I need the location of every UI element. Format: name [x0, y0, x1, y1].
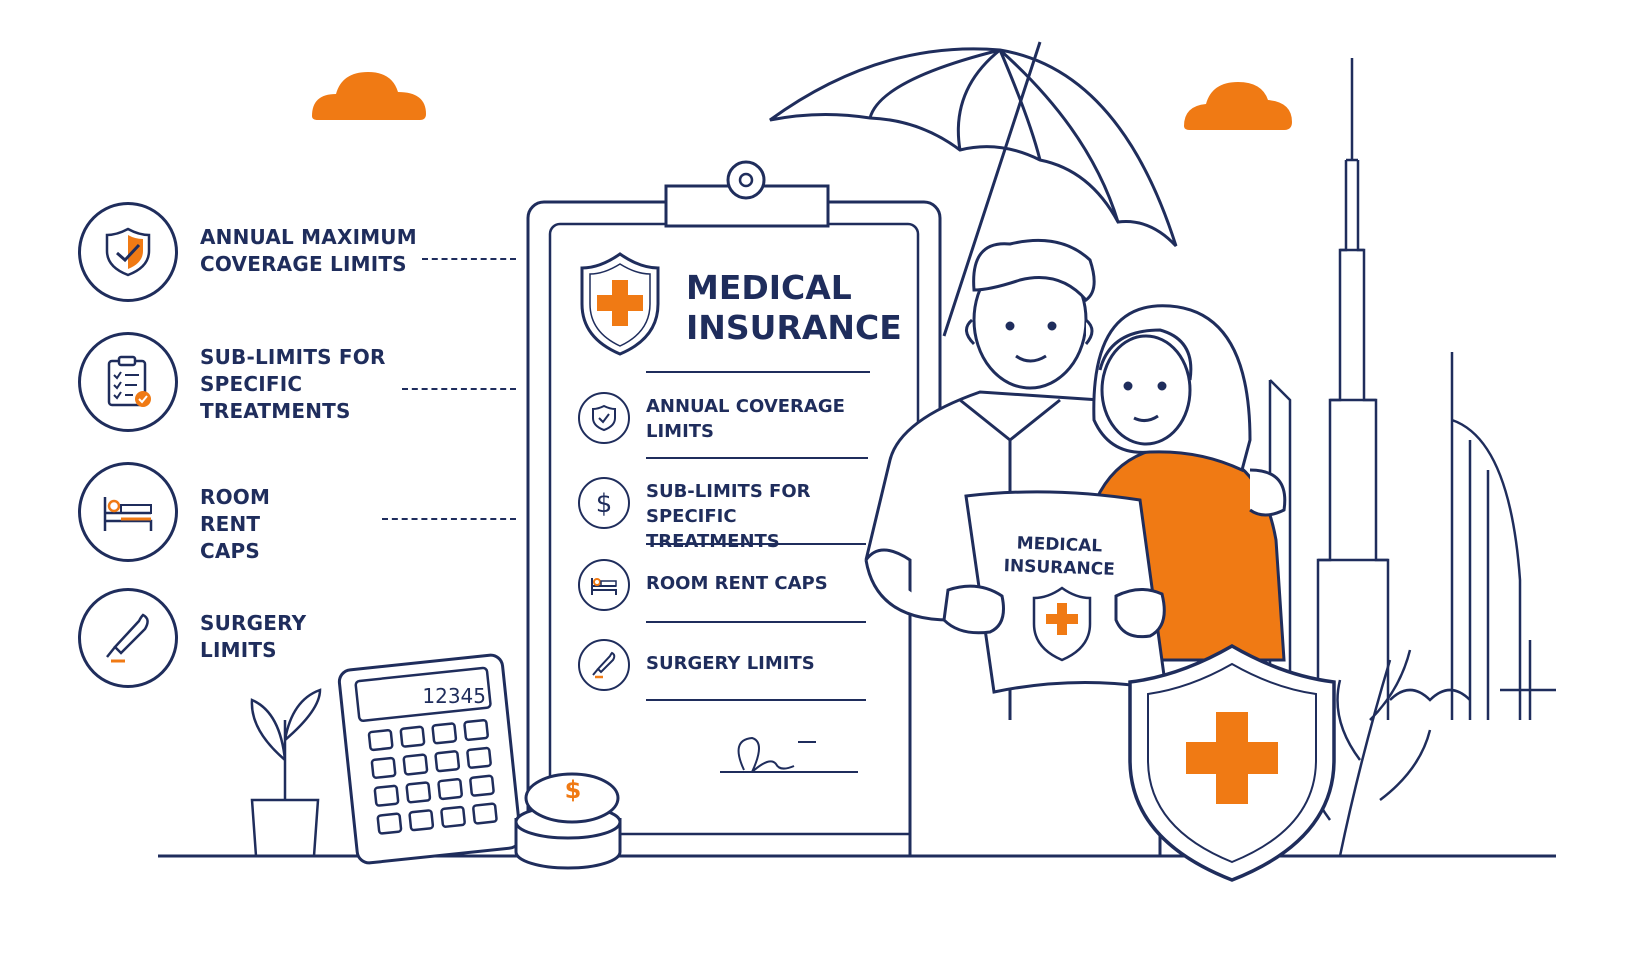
clipboard-item-icon-circle — [578, 392, 630, 444]
feature-label: ROOM RENT CAPS — [200, 485, 271, 563]
clipboard-item-annual: ANNUAL COVERAGE LIMITS — [578, 386, 878, 450]
medical-shield-icon — [580, 252, 660, 356]
clipboard-item-room-rent: ROOM RENT CAPS — [578, 553, 878, 617]
clipboard-item-icon-circle: $ — [578, 477, 630, 529]
clipboard-item-icon-circle — [578, 639, 630, 691]
scalpel-icon — [106, 613, 149, 663]
calculator-display: 12345 — [422, 684, 486, 708]
feature-icon-circle — [78, 332, 178, 432]
clipboard-checklist-icon — [107, 355, 151, 407]
clipboard-item-label: ROOM RENT CAPS — [646, 573, 828, 594]
document-title: MEDICAL INSURANCE — [1003, 532, 1115, 582]
cloud-right-icon — [1184, 82, 1292, 130]
clipboard-item-label: ANNUAL COVERAGE LIMITS — [646, 396, 845, 442]
feature-icon-circle — [78, 202, 178, 302]
potted-plant — [250, 688, 322, 858]
calculator — [337, 653, 522, 865]
coin-stack — [514, 772, 622, 870]
feature-icon-circle — [78, 588, 178, 688]
document-title-line2: INSURANCE — [1003, 556, 1116, 580]
clipboard-item-surgery: SURGERY LIMITS — [578, 633, 878, 697]
connector-dash — [422, 258, 516, 260]
feature-room-rent: ROOM RENT CAPS — [78, 462, 516, 570]
feature-sub-limits: SUB-LIMITS FOR SPECIFIC TREATMENTS — [78, 332, 516, 440]
insurance-document — [942, 490, 1168, 694]
feature-surgery: SURGERY LIMITS — [78, 588, 498, 696]
feature-label: SURGERY LIMITS — [200, 611, 307, 662]
large-medical-shield-icon — [1128, 643, 1336, 882]
feature-icon-circle — [78, 462, 178, 562]
clipboard-title-line2: INSURANCE — [686, 308, 902, 347]
coin-dollar-symbol: $ — [564, 776, 582, 804]
feature-label: SUB-LIMITS FOR SPECIFIC TREATMENTS — [200, 345, 386, 423]
scalpel-icon — [592, 651, 616, 679]
clipboard-item-sub-limits: $ SUB-LIMITS FOR SPECIFIC TREATMENTS — [578, 471, 878, 552]
feature-annual-max: ANNUAL MAXIMUM COVERAGE LIMITS — [78, 202, 516, 310]
hospital-bed-icon — [591, 578, 617, 595]
svg-text:$: $ — [596, 489, 613, 518]
umbrella-icon — [769, 41, 1178, 337]
dollar-icon: $ — [596, 489, 613, 518]
city-skyline — [1268, 58, 1556, 720]
connector-dash — [402, 388, 516, 390]
shield-check-icon — [592, 404, 616, 432]
clipboard-item-icon-circle — [578, 559, 630, 611]
connector-dash — [382, 518, 516, 520]
cloud-left-icon — [312, 72, 426, 120]
hospital-bed-icon — [103, 497, 153, 531]
feature-label: ANNUAL MAXIMUM COVERAGE LIMITS — [200, 225, 417, 276]
shield-check-icon — [105, 227, 151, 277]
clipboard-title-line1: MEDICAL — [686, 268, 852, 307]
leaf-plant — [1306, 649, 1432, 857]
clipboard-item-label: SURGERY LIMITS — [646, 653, 815, 674]
clipboard-board — [526, 160, 942, 858]
clipboard-item-label: SUB-LIMITS FOR SPECIFIC TREATMENTS — [646, 481, 811, 552]
